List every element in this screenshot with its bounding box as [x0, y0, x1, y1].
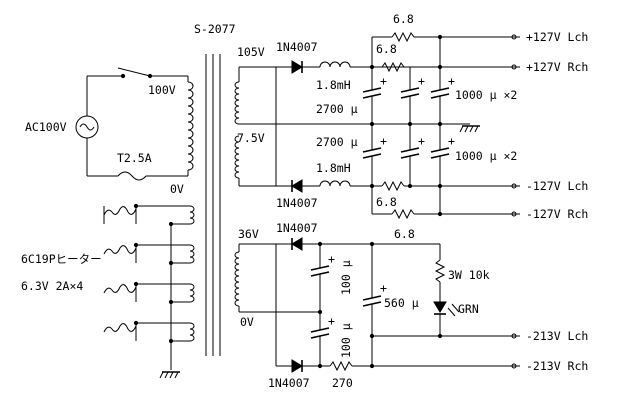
- choke-top-label: 1.8mH: [316, 78, 351, 92]
- resistor-r3-label: 6.8: [376, 195, 397, 209]
- diode-bottom-label: 1N4007: [276, 196, 318, 210]
- svg-text:+: +: [328, 314, 335, 328]
- hv-negative-rail: [276, 179, 520, 220]
- cap-bank-top-label: 1000 μ ×2: [455, 88, 517, 102]
- fuse-label: T2.5A: [117, 151, 152, 165]
- hv-secondary-winding: [234, 66, 277, 187]
- output-neg-r: -127V Rch: [526, 207, 588, 221]
- svg-text:+: +: [380, 281, 387, 295]
- svg-text:+: +: [448, 134, 455, 148]
- output-neg-l: -127V Lch: [526, 179, 588, 193]
- heater-rating-label: 6.3V 2A×4: [21, 279, 83, 293]
- diode-top-label: 1N4007: [276, 40, 318, 54]
- resistor-r2-label: 6.8: [376, 42, 397, 56]
- hv-top-tap-label: 105V: [237, 45, 265, 59]
- hv-cap-bank-bottom: + + +: [362, 124, 455, 186]
- bias-diode-top-label: 1N4007: [276, 221, 318, 235]
- hv-ground-rail: [276, 121, 480, 133]
- svg-text:+: +: [448, 74, 455, 88]
- bias-rectifier: + + +: [276, 237, 520, 373]
- primary-circuit: [75, 67, 194, 181]
- choke-bottom-label: 1.8mH: [316, 161, 351, 175]
- led-label: GRN: [458, 302, 479, 316]
- svg-text:+: +: [418, 74, 425, 88]
- hv-center-tap-label: 7.5V: [237, 131, 265, 145]
- ac-source-label: AC100V: [25, 120, 67, 134]
- cap-top-label: 2700 μ: [316, 102, 358, 116]
- primary-common-label: 0V: [170, 182, 184, 196]
- cap-bank-bottom-label: 1000 μ ×2: [455, 149, 517, 163]
- output-pos-r: +127V Rch: [526, 60, 588, 74]
- bias-filter-cap-label: 560 μ: [384, 296, 419, 310]
- cap-bottom-label: 2700 μ: [316, 135, 358, 149]
- led-resistor-label: 3W 10k: [448, 268, 490, 282]
- primary-tap-label: 100V: [148, 83, 176, 97]
- svg-text:+: +: [328, 252, 335, 266]
- bias-cap2-label: 100 μ: [339, 323, 353, 358]
- svg-text:+: +: [380, 134, 387, 148]
- svg-text:+: +: [418, 134, 425, 148]
- svg-text:+: +: [380, 74, 387, 88]
- transformer-model: S-2077: [194, 22, 236, 36]
- heater-windings: [103, 203, 195, 379]
- bias-winding-bottom-label: 0V: [240, 315, 254, 329]
- bias-winding-top-label: 36V: [238, 227, 259, 241]
- hv-positive-rail: [276, 31, 520, 74]
- bias-resistor-6r8-label: 6.8: [394, 227, 415, 241]
- bias-resistor-270-label: 270: [332, 376, 353, 390]
- heater-tube-label: 6C19Pヒーター: [21, 252, 102, 266]
- output-neg213-r: -213V Rch: [526, 359, 588, 373]
- bias-winding: [234, 243, 277, 366]
- bias-cap1-label: 100 μ: [339, 260, 353, 295]
- transformer-core: [205, 54, 221, 356]
- resistor-r1-label: 6.8: [393, 12, 414, 26]
- bias-diode-bottom-label: 1N4007: [268, 376, 310, 390]
- output-neg213-l: -213V Lch: [526, 329, 588, 343]
- hv-cap-bank-top: + + +: [362, 67, 455, 124]
- output-pos-l: +127V Lch: [526, 30, 588, 44]
